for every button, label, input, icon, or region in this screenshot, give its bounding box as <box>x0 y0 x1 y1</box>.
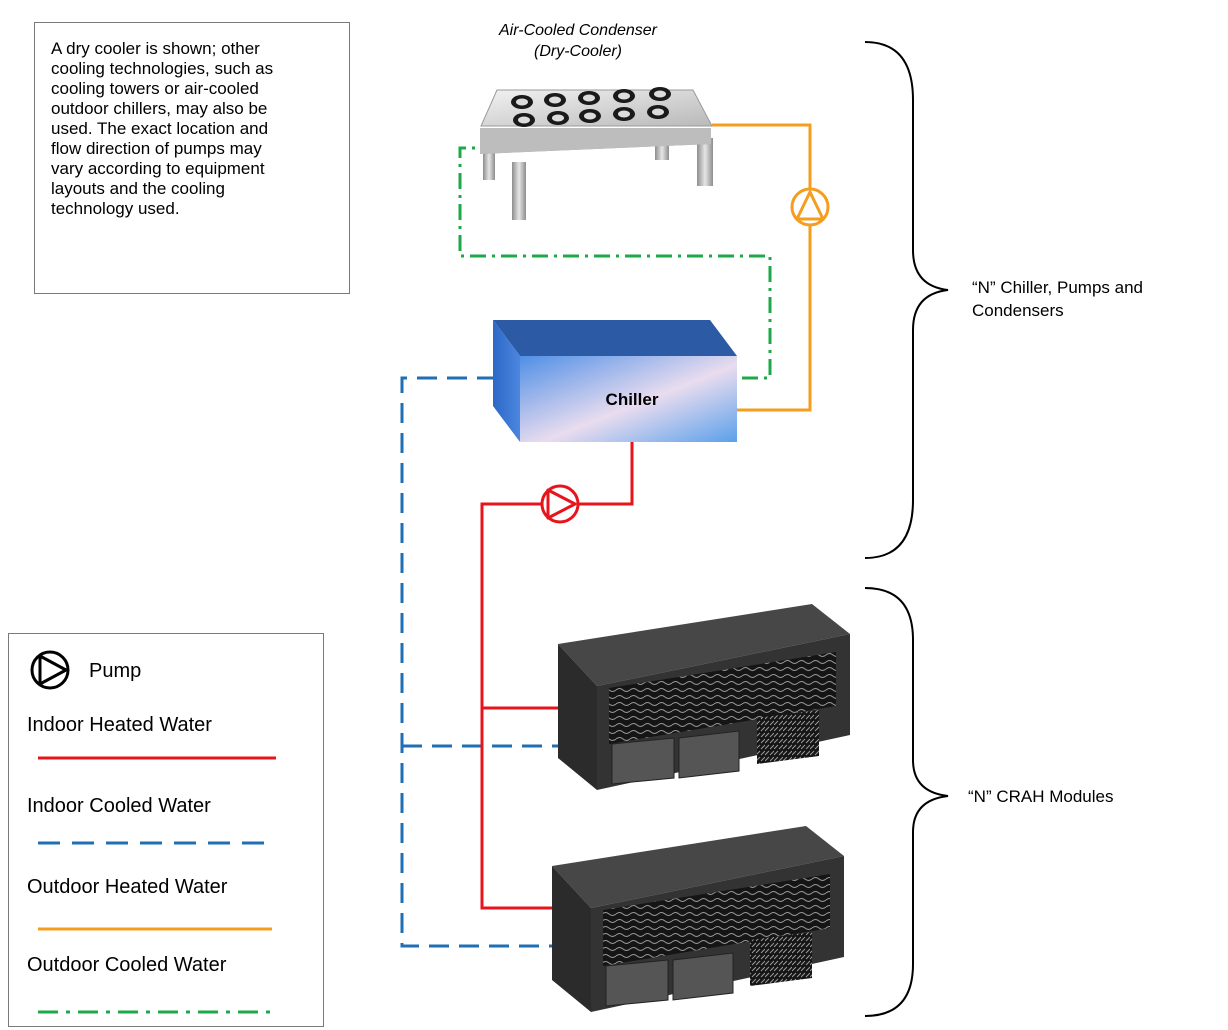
access-panel <box>678 730 740 779</box>
condenser-subtitle: (Dry-Cooler) <box>534 43 622 60</box>
indoor-cooled-pipe <box>400 376 557 948</box>
crah-module <box>552 826 844 1012</box>
access-panel <box>605 959 669 1007</box>
legend-pump-label: Pump <box>89 660 141 682</box>
grille <box>757 710 819 764</box>
pump-icon <box>30 650 70 690</box>
note-line: A dry cooler is shown; other <box>51 39 260 58</box>
upper-brace-label: “N” Chiller, Pumps and <box>972 278 1143 297</box>
note-line: outdoor chillers, may also be <box>51 99 268 118</box>
condenser-title: Air-Cooled Condenser <box>498 22 658 39</box>
legend-outdoor-cooled-label: Outdoor Cooled Water <box>27 954 227 976</box>
access-panel <box>672 952 734 1001</box>
legend: Pump Indoor Heated Water Indoor Cooled W… <box>27 650 276 1014</box>
legend-indoor-heated-label: Indoor Heated Water <box>27 714 212 736</box>
note-line: layouts and the cooling <box>51 179 225 198</box>
chiller: Chiller <box>493 320 737 442</box>
note-line: cooling technologies, such as <box>51 59 274 78</box>
outdoor-cooled-pipe <box>458 146 772 380</box>
note-line: vary according to equipment <box>51 159 265 178</box>
note-line: used. The exact location and <box>51 119 269 138</box>
fan-icon <box>649 87 671 101</box>
lower-brace-label: “N” CRAH Modules <box>968 787 1113 806</box>
outdoor-heated-pipe <box>712 123 812 412</box>
fan-icon <box>578 91 600 105</box>
access-panel <box>611 737 675 785</box>
upper-brace <box>864 41 949 559</box>
fan-icon <box>613 107 635 121</box>
grille <box>603 874 830 966</box>
legend-box <box>8 633 324 1027</box>
legend-outdoor-heated-label: Outdoor Heated Water <box>27 876 228 898</box>
fan-icon <box>513 113 535 127</box>
indoor-heated-pipe <box>480 442 634 910</box>
dry-cooler <box>480 87 713 220</box>
fan-icon <box>544 93 566 107</box>
crah-module <box>558 604 850 790</box>
legend-indoor-cooled-label: Indoor Cooled Water <box>27 795 211 817</box>
fan-icon <box>547 111 569 125</box>
grille <box>609 652 836 744</box>
outdoor-pump-icon <box>790 187 830 227</box>
fan-icon <box>613 89 635 103</box>
fan-icon <box>511 95 533 109</box>
note-line: technology used. <box>51 199 180 218</box>
indoor-pump-icon <box>540 484 580 524</box>
note-line: flow direction of pumps may <box>51 139 262 158</box>
fan-icon <box>647 105 669 119</box>
lower-brace <box>864 587 949 1017</box>
note-text: A dry cooler is shown; other cooling tec… <box>51 39 335 219</box>
grille <box>750 932 812 986</box>
fan-icon <box>579 109 601 123</box>
upper-brace-label: Condensers <box>972 301 1064 320</box>
note-box: A dry cooler is shown; other cooling tec… <box>34 22 350 294</box>
note-line: cooling towers or air-cooled <box>51 79 259 98</box>
chiller-label: Chiller <box>606 390 659 409</box>
